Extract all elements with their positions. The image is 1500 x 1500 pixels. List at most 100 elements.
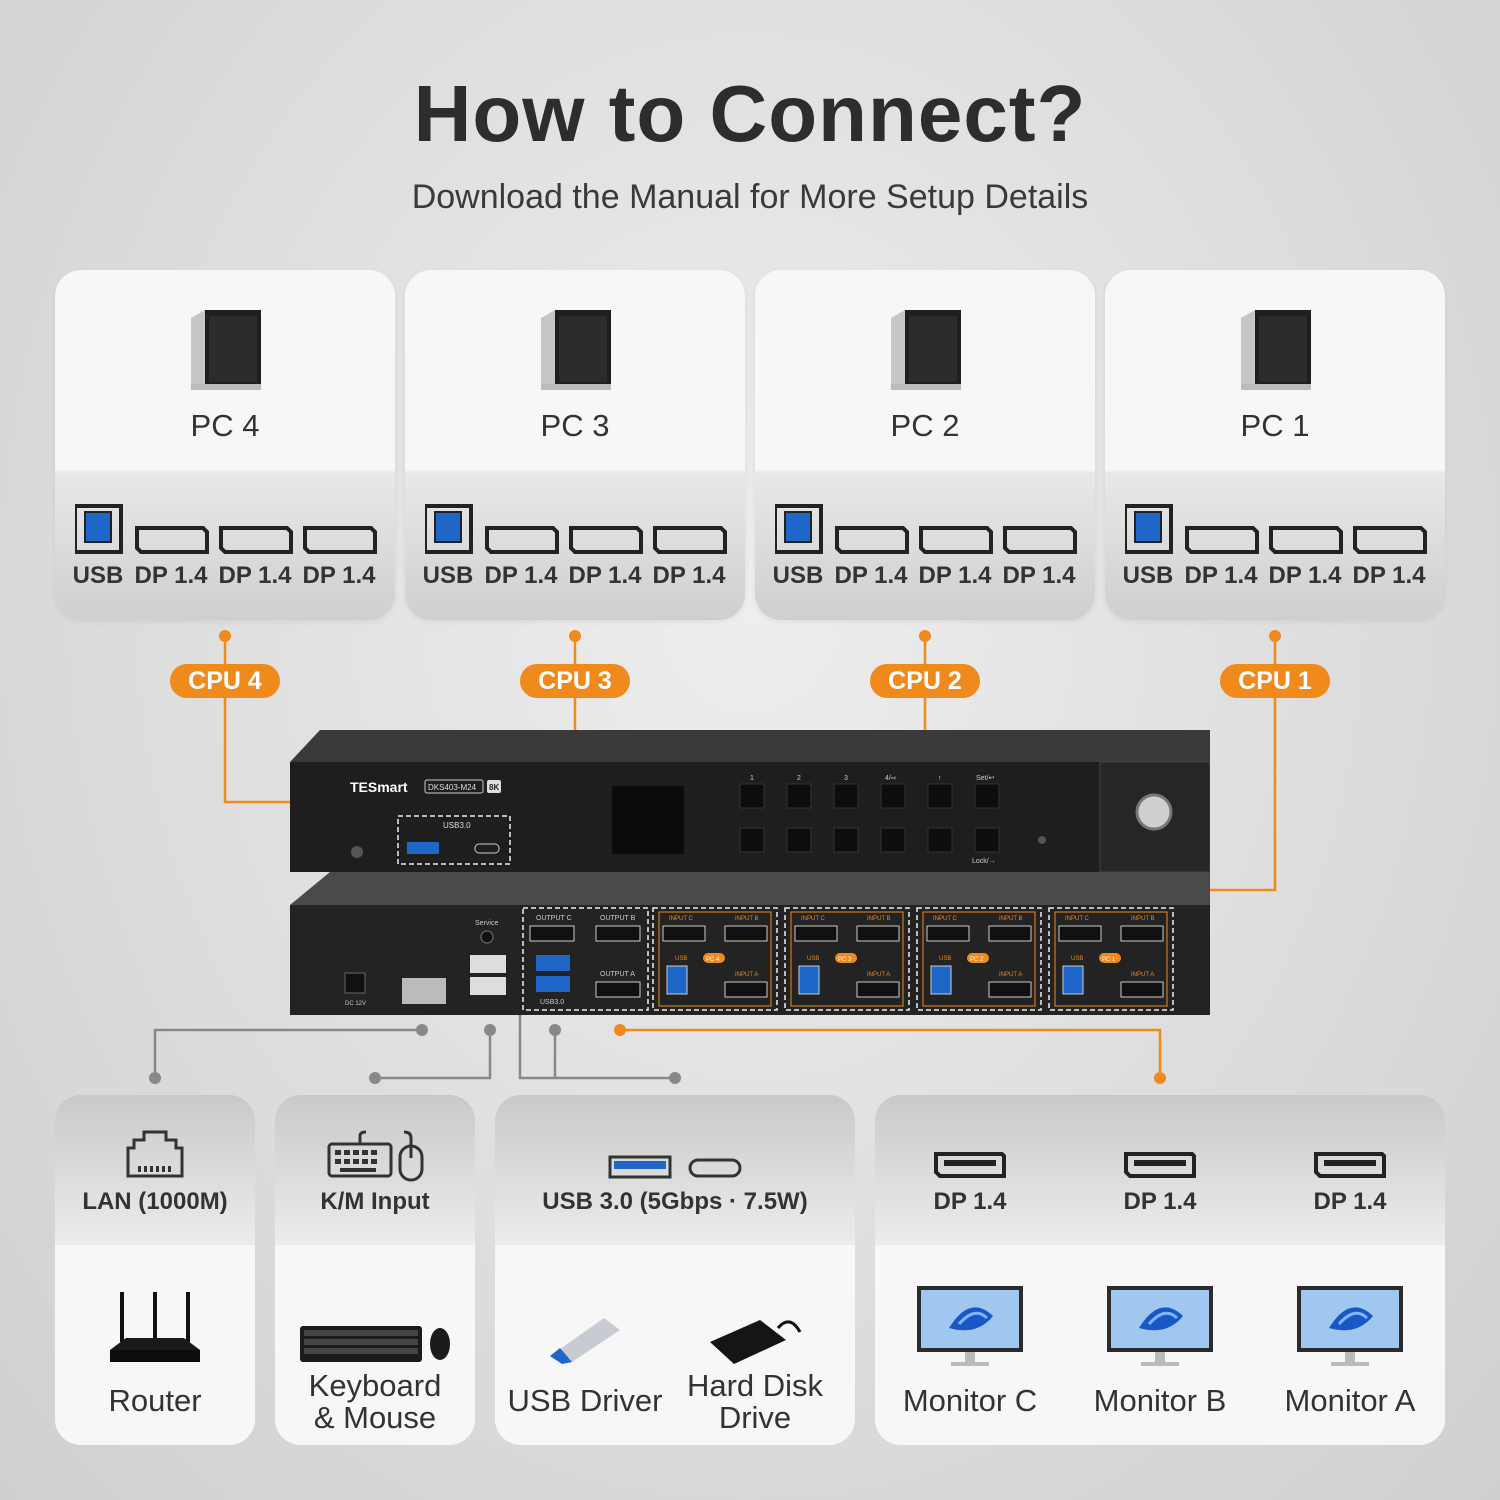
pc-card: PC 4 USB DP 1.4 DP 1.4 DP 1.4 [55,270,395,620]
input-b-label: INPUT B [867,916,891,922]
pc-card: PC 2 USB DP 1.4 DP 1.4 DP 1.4 [755,270,1095,620]
input-c-label: INPUT C [801,916,826,922]
cpu-badge-3: CPU 3 [520,664,630,698]
output-a-label: OUTPUT A [600,971,635,978]
rear-usb-label: USB3.0 [540,999,564,1006]
keyboard-mouse-icon [327,1130,424,1182]
usb-port-label: USB [772,562,824,589]
usb-card [495,1095,855,1445]
usb-b-port-icon [425,504,473,554]
keyboard-name-line1: Keyboard [308,1368,442,1403]
dp-port-icon [569,526,643,554]
output-c-label: OUTPUT C [536,915,572,922]
input-usb-label: USB [939,956,951,962]
dp-port-label: DP 1.4 [1352,562,1426,589]
dp-port-icon [934,1152,1006,1178]
km-label: K/M Input [320,1188,430,1215]
8k-badge: 8K [489,783,499,792]
pc-tower-icon [541,310,611,390]
cpu-badge-2: CPU 2 [870,664,980,698]
pc-tag: PC 2 [970,957,984,963]
dp-port-icon [1269,526,1343,554]
usb-drive-image [550,1318,620,1364]
input-usb-label: USB [675,956,687,962]
hard-disk-image [710,1320,802,1364]
monitor-name: Monitor B [1093,1383,1227,1418]
input-b-label: INPUT B [1131,916,1155,922]
input-a-label: INPUT A [1131,972,1154,978]
input-usb-label: USB [807,956,819,962]
input-usb-label: USB [1071,956,1083,962]
usb-b-port-icon [775,504,823,554]
button-label-1: 1 [750,775,754,782]
dp-port-icon [219,526,293,554]
pc-port-row [75,504,377,554]
monitor-image [1297,1286,1403,1366]
input-group: INPUT C INPUT B USB INPUT A PC 1 [1048,907,1174,1011]
dp-port-label: DP 1.4 [918,562,992,589]
keyboard-image [300,1326,450,1362]
monitor-port-label: DP 1.4 [933,1188,1007,1215]
button-label-4: 4/⇨ [885,775,897,782]
dp-port-label: DP 1.4 [218,562,292,589]
pc-tag: PC 1 [1102,957,1116,963]
dp-port-label: DP 1.4 [1002,562,1076,589]
pc-port-row [425,504,727,554]
model-text: DKS403-M24 [428,783,477,792]
usb-port-label: USB [422,562,474,589]
dp-port-icon [303,526,377,554]
button-label-up: ↑ [938,775,942,782]
dp-port-label: DP 1.4 [1184,562,1258,589]
service-label: Service [475,920,498,927]
page-title: How to Connect? [413,69,1087,158]
pc-name: PC 2 [890,408,960,443]
usb-label: USB 3.0 (5Gbps · 7.5W) [542,1188,808,1215]
lan-icon [126,1130,184,1178]
dc-label: DC 12V [345,1001,366,1007]
kvm-switch: TESmart DKS403-M24 8K USB3.0 1 2 3 4/⇨ ↑… [290,730,1210,1015]
dp-port-icon [919,526,993,554]
hard-disk-name-line1: Hard Disk [686,1368,824,1403]
button-label-set: Set/↩ [976,775,994,782]
monitor-port-label: DP 1.4 [1123,1188,1197,1215]
cpu-badge-4: CPU 4 [170,664,280,698]
usb-b-port-icon [75,504,123,554]
pc-tower-icon [891,310,961,390]
hard-disk-name-line2: Drive [718,1400,792,1435]
pc-port-row [1125,504,1427,554]
page-subtitle: Download the Manual for More Setup Detai… [411,178,1089,216]
monitor-port-label: DP 1.4 [1313,1188,1387,1215]
dp-port-icon [485,526,559,554]
dp-port-label: DP 1.4 [834,562,908,589]
dp-port-icon [1003,526,1077,554]
keyboard-name-line2: & Mouse [313,1400,437,1435]
button-label-lock: Lock/→ [972,858,996,865]
dp-port-label: DP 1.4 [1268,562,1342,589]
usb-port-label: USB [72,562,124,589]
dp-port-icon [1314,1152,1386,1178]
dp-port-label: DP 1.4 [302,562,376,589]
input-c-label: INPUT C [1065,916,1090,922]
usb-driver-name: USB Driver [507,1383,663,1418]
pc-card: PC 3 USB DP 1.4 DP 1.4 DP 1.4 [405,270,745,620]
dp-port-label: DP 1.4 [484,562,558,589]
pc-port-row [775,504,1077,554]
dp-port-icon [1185,526,1259,554]
pc-tag: PC 4 [706,957,720,963]
pc-name: PC 1 [1240,408,1310,443]
button-label-2: 2 [797,775,801,782]
monitor-name: Monitor A [1284,1383,1416,1418]
front-usb-label: USB3.0 [443,821,471,830]
pc-name: PC 3 [540,408,610,443]
lan-card [55,1095,255,1445]
input-a-label: INPUT A [999,972,1022,978]
monitor-image [917,1286,1023,1366]
lan-label: LAN (1000M) [82,1188,228,1215]
router-name: Router [108,1383,202,1418]
dp-port-label: DP 1.4 [568,562,642,589]
dp-port-label: DP 1.4 [134,562,208,589]
pc-tag: PC 3 [838,957,852,963]
